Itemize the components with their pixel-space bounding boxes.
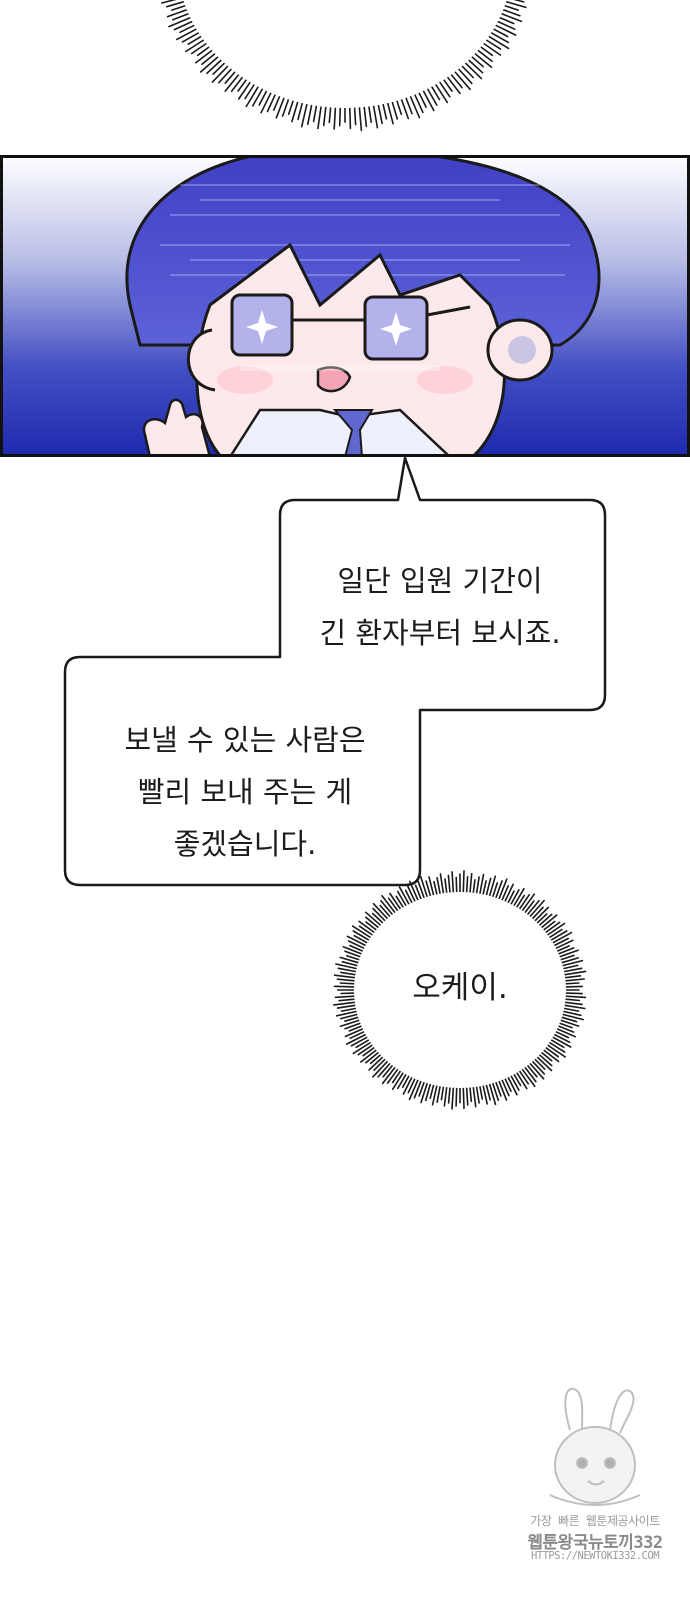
character-hand	[142, 398, 212, 457]
watermark-line-2: 웹툰왕국뉴토끼332	[527, 1533, 663, 1553]
panel-artwork	[0, 155, 690, 457]
speech-bubble-1-text: 일단 입원 기간이 긴 환자부터 보시죠.	[319, 564, 561, 650]
watermark-line-3: HTTPS://NEWTOKI332.COM	[530, 1550, 660, 1562]
burst-bubble	[333, 870, 587, 1110]
watermark-line-1: 가장 빠른 웹툰제공사이트	[530, 1514, 660, 1528]
speech-bubble-group	[63, 456, 607, 887]
watermark-rabbit-icon	[549, 1387, 641, 1506]
speech-bubble-2-text: 보낼 수 있는 사람은 빨리 보내 주는 게 좋겠습니다.	[124, 723, 366, 861]
watermark: 가장 빠른 웹툰제공사이트 웹툰왕국뉴토끼332 HTTPS://NEWTOKI…	[510, 1385, 680, 1585]
top-burst-bubble	[161, 0, 527, 132]
manga-panel	[0, 155, 690, 457]
burst-bubble-text: 오케이.	[412, 970, 508, 1006]
